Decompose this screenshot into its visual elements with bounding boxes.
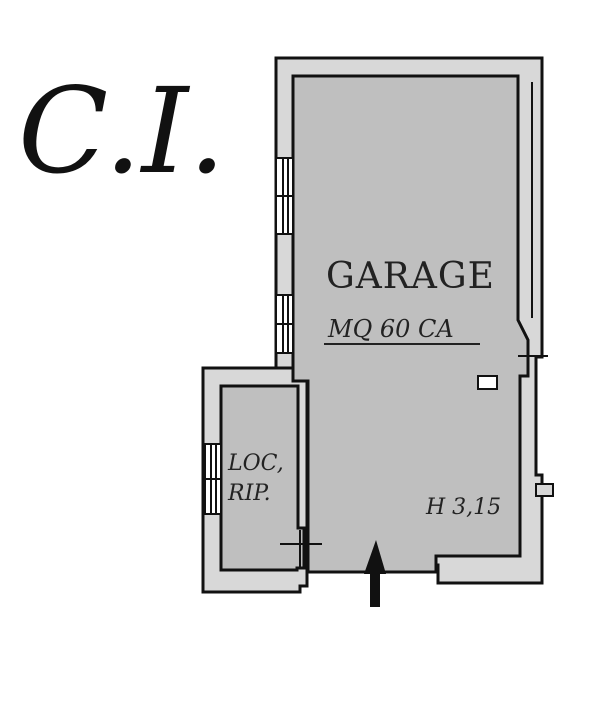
garage-height: H 3,15 xyxy=(425,495,501,520)
garage-area: MQ 60 CA xyxy=(327,315,454,343)
entrance-arrow-icon xyxy=(364,540,386,607)
logo-ci: C.I. xyxy=(18,62,226,200)
wall-niche xyxy=(535,483,554,497)
window-garage-lower xyxy=(275,294,294,354)
door-right xyxy=(518,82,548,372)
garage-label: GARAGE xyxy=(326,256,495,297)
garage-floor xyxy=(291,74,530,574)
storage-label-line1: LOC, xyxy=(227,451,284,476)
door-storage xyxy=(280,392,322,568)
window-storage xyxy=(204,443,222,515)
window-garage-upper xyxy=(275,157,294,235)
fixture xyxy=(477,375,498,390)
storage-floor xyxy=(219,384,306,572)
storage-label-line2: RIP. xyxy=(227,481,271,506)
